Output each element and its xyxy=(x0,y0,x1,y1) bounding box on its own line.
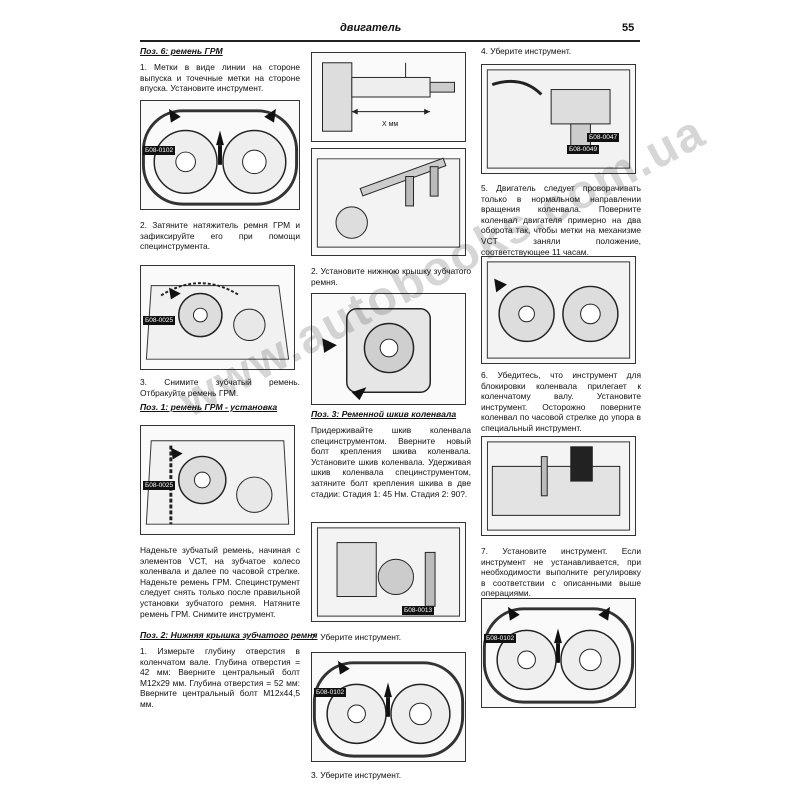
figure-belt-tensioner: Б08-0025 xyxy=(140,265,295,370)
caliper-drawing xyxy=(316,157,461,248)
paragraph-pos6-step2: 2. Затяните натяжитель ремня ГРМ и зафик… xyxy=(140,220,300,252)
paragraph-check-lock-tool: 6. Убедитесь, что инструмент для блокиро… xyxy=(481,370,641,433)
figure-tool-engine: Б08-0047 Б08-0049 xyxy=(481,64,636,174)
paragraph-pos1-install: Наденьте зубчатый ремень, начиная с элем… xyxy=(140,545,300,619)
paragraph-pos3-pulley: Придерживайте шкив коленвала специнструм… xyxy=(311,425,471,499)
tensioner-drawing xyxy=(145,282,290,360)
cam-marks-drawing xyxy=(312,660,465,758)
heading-pos1-install: Поз. 1: ремень ГРМ - установка xyxy=(140,402,278,412)
figure-code: Б08-0102 xyxy=(143,146,176,155)
heading-pos2-lower-cover: Поз. 2: Нижняя крышка зубчатого ремня xyxy=(140,630,318,640)
paragraph-pos6-step3: 3. Снимите зубчатый ремень. Отбракуйте р… xyxy=(140,377,300,398)
paragraph-pos2-measure: 1. Измерьте глубину отверстия в коленчат… xyxy=(140,646,300,709)
measure-label: X мм xyxy=(382,121,399,128)
pulley-tool-drawing xyxy=(316,527,461,617)
paragraph-remove-tool-2: 2. Уберите инструмент. xyxy=(311,632,402,642)
figure-code: Б08-0102 xyxy=(484,634,517,643)
figure-cam-pulleys-marks: Б08-0102 xyxy=(140,100,300,210)
figure-code: Б08-0025 xyxy=(143,481,176,490)
figure-cam-marks: Б08-0102 xyxy=(311,652,466,762)
figure-code: Б08-0049 xyxy=(567,145,600,154)
paragraph-pos6-step1: 1. Метки в виде линии на стороне выпуска… xyxy=(140,62,300,94)
figure-code: Б08-0013 xyxy=(402,606,435,615)
figure-vct-marks xyxy=(481,256,636,364)
crank-pulley-drawing xyxy=(322,307,431,401)
tool-engine-drawing xyxy=(486,69,631,169)
figure-pulley-tool: Б08-0013 xyxy=(311,522,466,622)
figure-crank-pulley xyxy=(311,293,466,405)
heading-pos6-timing-belt: Поз. 6: ремень ГРМ xyxy=(140,46,223,56)
crank-lock-tool-drawing xyxy=(486,441,631,531)
figure-final-marks: Б08-0102 xyxy=(481,598,636,708)
page-number: 55 xyxy=(622,22,635,34)
figure-measure-depth: X мм xyxy=(311,52,466,142)
final-marks-drawing xyxy=(482,606,635,704)
paragraph-remove-tool-3: 3. Уберите инструмент. xyxy=(311,770,402,780)
figure-caliper-measure xyxy=(311,148,466,256)
figure-code: Б08-0102 xyxy=(314,688,347,697)
heading-pos3-crank-pulley: Поз. 3: Ременной шкив коленвала xyxy=(311,409,457,419)
page-section-title: двигатель xyxy=(340,22,402,34)
figure-belt-install: Б08-0025 xyxy=(140,425,295,535)
paragraph-install-lower-cover: 2. Установите нижнюю крышку зубчатого ре… xyxy=(311,266,471,287)
measure-depth-drawing xyxy=(322,62,455,132)
paragraph-install-tool: 7. Установите инструмент. Если инструмен… xyxy=(481,546,641,599)
vct-marks-drawing xyxy=(486,261,631,359)
paragraph-rotate-crankshaft: 5. Двигатель следует проворачивать тольк… xyxy=(481,183,641,257)
cam-pulleys-drawing xyxy=(141,108,299,206)
figure-crank-lock-tool xyxy=(481,436,636,536)
header-rule xyxy=(140,40,640,42)
belt-install-drawing xyxy=(145,440,290,525)
figure-code: Б08-0025 xyxy=(143,316,176,325)
paragraph-remove-tool-4: 4. Уберите инструмент. xyxy=(481,46,572,56)
figure-code: Б08-0047 xyxy=(587,133,620,142)
